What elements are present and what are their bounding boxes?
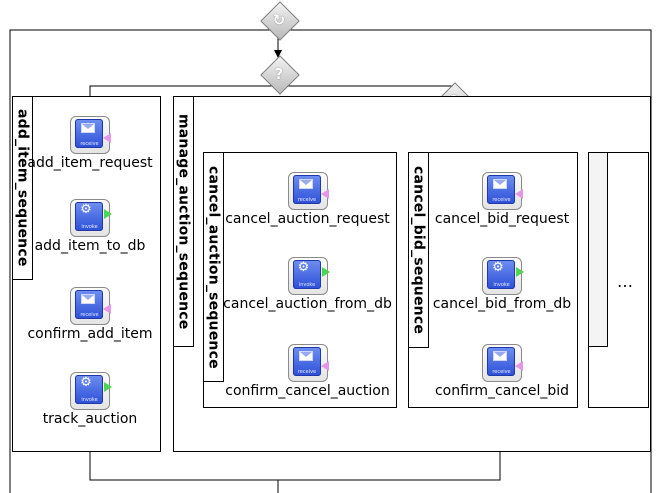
invoke-icon: ⚙invoke xyxy=(480,255,524,295)
activity-track-auction[interactable]: ⚙invoke track_auction xyxy=(30,370,150,427)
activity-label: cancel_auction_request xyxy=(225,211,390,227)
question-icon: ? xyxy=(274,65,284,83)
activity-label: confirm_cancel_auction xyxy=(225,383,390,399)
manage-auction-sequence-tab: manage_auction_sequence xyxy=(173,96,194,347)
loop-right-line xyxy=(278,29,652,493)
outer-merge-line xyxy=(89,452,501,481)
more-branches-tab xyxy=(588,152,608,347)
activity-cancel-bid-request[interactable]: receive cancel_bid_request xyxy=(432,170,572,227)
loop-icon: ↻ xyxy=(272,11,286,29)
add-item-sequence-label: add_item_sequence xyxy=(14,109,31,267)
invoke-icon: ⚙invoke xyxy=(286,255,330,295)
activity-confirm-cancel-bid[interactable]: receive confirm_cancel_bid xyxy=(432,342,572,399)
activity-label: confirm_cancel_bid xyxy=(434,383,570,399)
cancel-bid-sequence-label: cancel_bid_sequence xyxy=(410,165,427,335)
receive-icon: receive xyxy=(286,170,330,210)
activity-cancel-bid-from-db[interactable]: ⚙invoke cancel_bid_from_db xyxy=(432,255,572,312)
receive-icon: receive xyxy=(480,342,524,382)
activity-add-item-to-db[interactable]: ⚙invoke add_item_to_db xyxy=(30,197,150,254)
activity-confirm-cancel-auction[interactable]: receive confirm_cancel_auction xyxy=(225,342,390,399)
activity-cancel-auction-request[interactable]: receive cancel_auction_request xyxy=(225,170,390,227)
activity-label: cancel_auction_from_db xyxy=(223,296,392,312)
receive-icon: receive xyxy=(68,114,112,154)
cancel-auction-sequence-label: cancel_auction_sequence xyxy=(205,165,222,369)
receive-icon: receive xyxy=(286,342,330,382)
activity-label: confirm_add_item xyxy=(27,326,153,342)
activity-label: cancel_bid_from_db xyxy=(432,296,572,312)
activity-label: add_item_to_db xyxy=(34,238,146,254)
receive-icon: receive xyxy=(68,285,112,325)
receive-icon: receive xyxy=(480,170,524,210)
loop-left-line xyxy=(9,29,278,493)
cancel-auction-sequence-tab: cancel_auction_sequence xyxy=(203,152,224,382)
activity-label: cancel_bid_request xyxy=(434,211,570,227)
add-item-sequence-tab: add_item_sequence xyxy=(12,96,33,280)
cancel-bid-sequence-tab: cancel_bid_sequence xyxy=(408,152,429,348)
ellipsis-label: … xyxy=(617,272,633,291)
invoke-icon: ⚙invoke xyxy=(68,197,112,237)
activity-label: track_auction xyxy=(42,411,138,427)
activity-cancel-auction-from-db[interactable]: ⚙invoke cancel_auction_from_db xyxy=(223,255,392,312)
invoke-icon: ⚙invoke xyxy=(68,370,112,410)
activity-label: add_item_request xyxy=(27,155,153,171)
activity-add-item-request[interactable]: receive add_item_request xyxy=(27,114,153,171)
manage-auction-sequence-label: manage_auction_sequence xyxy=(175,113,192,330)
activity-confirm-add-item[interactable]: receive confirm_add_item xyxy=(27,285,153,342)
